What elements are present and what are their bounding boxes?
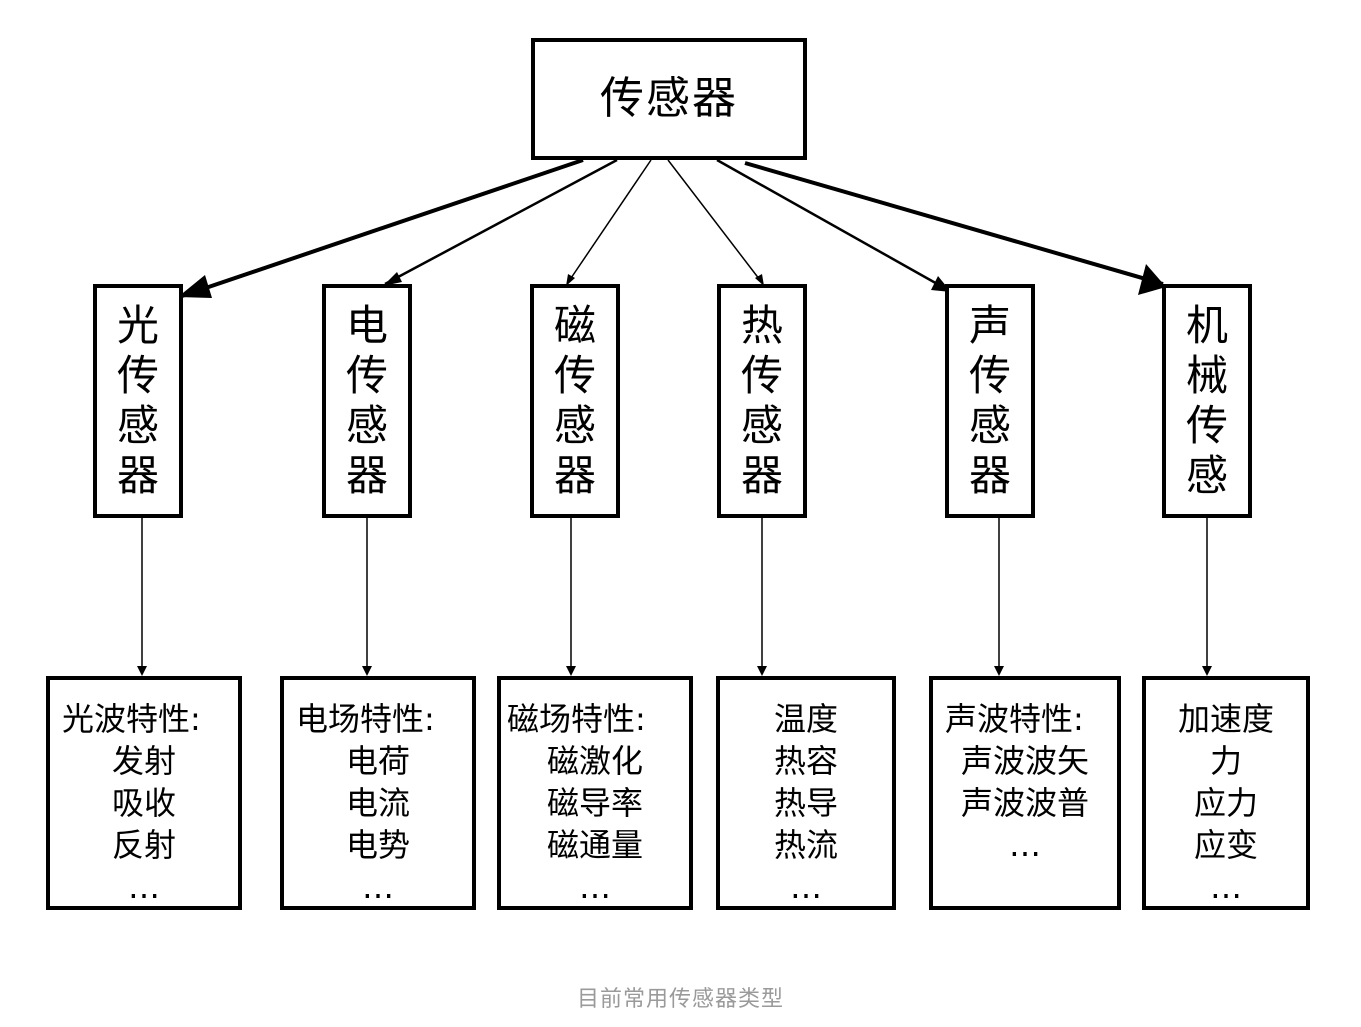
detail-box-acoustic: 声波特性: 声波波矢 声波波普 …: [929, 676, 1121, 910]
arrowhead-light-to-details: [137, 666, 147, 676]
detail-item: 应力: [1193, 784, 1258, 822]
category-node-label: 电传感器: [345, 301, 388, 500]
arrowhead-magnetic-to-details: [566, 666, 576, 676]
arrow-root-to-light: [181, 158, 584, 298]
arrowhead-thermal-to-details: [757, 666, 767, 676]
detail-item: …: [1009, 826, 1041, 864]
arrowhead-root-to-magnetic: [566, 274, 575, 286]
detail-item: 热导: [773, 784, 838, 822]
detail-item: …: [579, 868, 611, 906]
category-node-label: 机械传感: [1185, 301, 1228, 500]
detail-heading: 磁场特性:: [507, 700, 646, 738]
category-node-label: 声传感器: [968, 301, 1011, 500]
detail-heading: 声波特性:: [945, 700, 1084, 738]
detail-item: 温度: [773, 700, 838, 738]
arrowhead-root-to-mechanical: [1138, 264, 1166, 295]
arrow-root-to-thermal: [667, 159, 764, 285]
category-node-label: 热传感器: [740, 301, 783, 500]
arrow-root-to-mechanical: [744, 161, 1164, 286]
detail-item: …: [128, 868, 160, 906]
detail-item: 应变: [1193, 826, 1258, 864]
detail-item: 声波波矢: [960, 742, 1089, 780]
detail-item: …: [1210, 868, 1242, 906]
detail-item: 力: [1209, 742, 1242, 780]
category-node-light: 光传感器: [93, 284, 183, 518]
arrow-root-to-acoustic: [716, 158, 949, 292]
arrowhead-root-to-thermal: [755, 274, 764, 286]
figure-caption: 目前常用传感器类型: [576, 987, 784, 1012]
detail-item: 磁导率: [546, 784, 643, 822]
detail-box-mechanical: 加速度 力 应力 应变 …: [1142, 676, 1310, 910]
detail-box-thermal: 温度 热容 热导 热流 …: [716, 676, 896, 910]
detail-item: 电荷: [345, 742, 410, 780]
detail-item: 吸收: [111, 784, 176, 822]
category-node-acoustic: 声传感器: [945, 284, 1035, 518]
root-node-label: 传感器: [600, 73, 738, 124]
detail-heading: 电场特性:: [296, 700, 435, 738]
arrow-root-to-magnetic: [566, 159, 652, 285]
detail-item: 电流: [345, 784, 410, 822]
detail-item: 发射: [111, 742, 176, 780]
detail-item: 声波波普: [960, 784, 1089, 822]
category-node-label: 磁传感器: [553, 301, 596, 500]
category-node-electric: 电传感器: [322, 284, 412, 518]
category-node-thermal: 热传感器: [717, 284, 807, 518]
detail-box-magnetic: 磁场特性: 磁激化 磁导率 磁通量 …: [497, 676, 693, 910]
arrowhead-mechanical-to-details: [1202, 666, 1212, 676]
arrowhead-root-to-light: [178, 275, 212, 298]
detail-item: 加速度: [1177, 700, 1274, 738]
detail-item: …: [790, 868, 822, 906]
detail-item: 热流: [773, 826, 838, 864]
detail-item: 热容: [773, 742, 838, 780]
category-node-mechanical: 机械传感: [1162, 284, 1252, 518]
detail-item: …: [362, 868, 394, 906]
detail-box-electric: 电场特性: 电荷 电流 电势 …: [280, 676, 476, 910]
detail-heading: 光波特性:: [62, 700, 201, 738]
arrowhead-electric-to-details: [362, 666, 372, 676]
detail-item: 磁通量: [546, 826, 643, 864]
arrowhead-root-to-electric: [383, 272, 402, 286]
detail-item: 电势: [345, 826, 410, 864]
arrow-root-to-electric: [384, 158, 618, 286]
category-node-magnetic: 磁传感器: [530, 284, 620, 518]
root-node: 传感器: [531, 38, 807, 160]
detail-item: 反射: [111, 826, 176, 864]
category-node-label: 光传感器: [116, 301, 159, 500]
detail-box-light: 光波特性: 发射 吸收 反射 …: [46, 676, 242, 910]
arrowhead-acoustic-to-details: [994, 666, 1004, 676]
detail-item: 磁激化: [546, 742, 643, 780]
